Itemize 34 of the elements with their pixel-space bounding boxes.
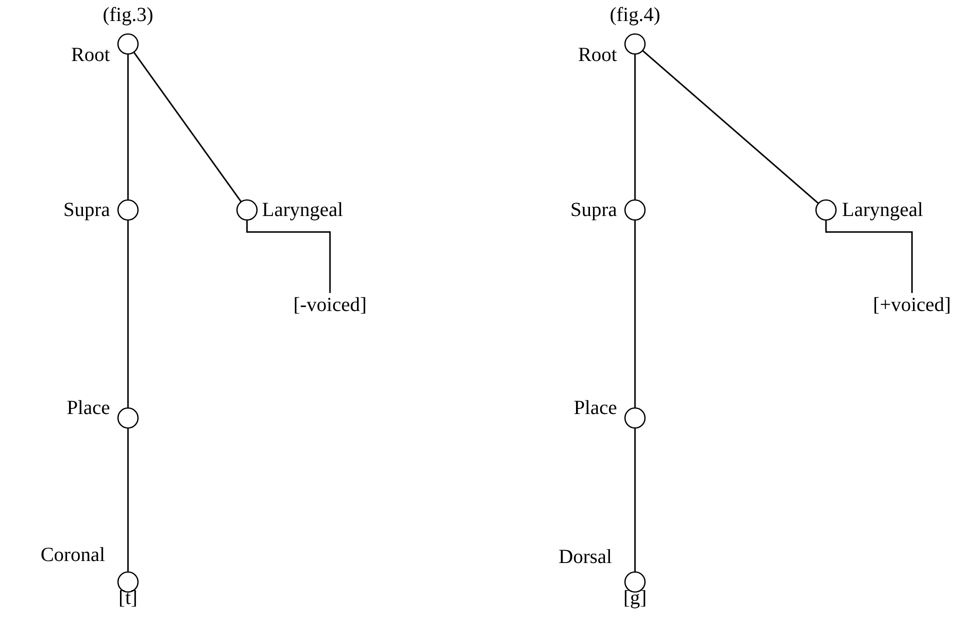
- node-label: Laryngeal: [842, 199, 924, 221]
- node-circle: [117, 199, 139, 221]
- node-circle: [117, 33, 139, 55]
- feature-label: [+voiced]: [873, 294, 951, 316]
- branch-line: [825, 220, 913, 293]
- branch-line: [634, 220, 636, 408]
- node-circle: [815, 199, 837, 221]
- node-label: Root: [71, 44, 110, 66]
- node-label: Place: [574, 397, 617, 419]
- node-label: Place: [66, 397, 110, 419]
- node-circle: [624, 33, 646, 55]
- segment-label: [g]: [623, 587, 647, 609]
- branch-line: [127, 428, 129, 572]
- node-label: Supra: [570, 199, 617, 221]
- node-circle: [624, 199, 646, 221]
- node-circle: [236, 199, 258, 221]
- node-circle: [117, 407, 139, 429]
- node-label: Root: [578, 44, 617, 66]
- branch-line: [127, 54, 129, 200]
- segment-label: [t]: [118, 587, 138, 609]
- branch-line: [127, 220, 129, 408]
- figure-label: (fig.3): [102, 4, 154, 26]
- figure-label: (fig.4): [610, 4, 660, 26]
- node-label: Laryngeal: [262, 199, 344, 221]
- node-label: Supra: [63, 199, 110, 221]
- branch-line: [634, 54, 636, 200]
- branch-line: [642, 50, 819, 204]
- feature-label: [-voiced]: [293, 294, 367, 316]
- branch-line: [133, 52, 242, 202]
- node-label: Coronal: [40, 544, 105, 566]
- node-circle: [624, 407, 646, 429]
- branch-line: [634, 428, 636, 572]
- node-label: Dorsal: [558, 546, 612, 568]
- branch-line: [246, 220, 331, 293]
